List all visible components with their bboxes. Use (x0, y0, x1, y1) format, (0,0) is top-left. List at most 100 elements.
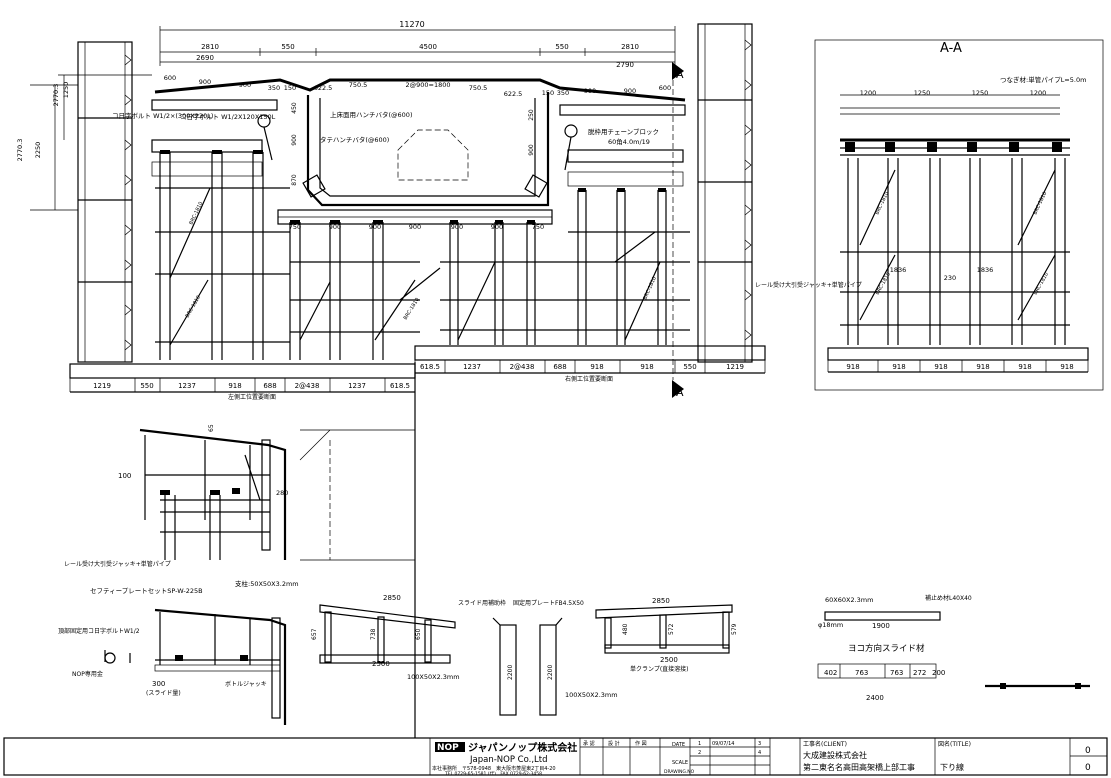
title-block (3, 737, 1108, 776)
dim-slab-3: 900 (409, 223, 421, 231)
p5-title: ヨコ方向スライド材 (848, 643, 925, 654)
base-l-3: 918 (228, 382, 241, 390)
detail-280: 280 (276, 489, 288, 497)
company-address: 本社事務所 〒578-0948 東大阪市菱屋東2丁目4-20 (432, 765, 556, 772)
brace-1: BRC-1810 (185, 295, 203, 319)
p5-402: 402 (824, 669, 837, 677)
dim-sub-left: 2690 (196, 54, 214, 62)
base-l-0: 1219 (93, 382, 111, 390)
p5-2400: 2400 (866, 694, 884, 702)
aa-base-1: 918 (892, 363, 905, 371)
client-label: 工事名(CLIENT) (803, 740, 847, 748)
aa-base-3: 918 (976, 363, 989, 371)
dim-overall: 11270 (399, 20, 424, 29)
label-b: コ日字ボルト W1/2X120X150L (180, 112, 276, 121)
base-r-3: 688 (553, 363, 566, 371)
aa-mid-2: 1836 (977, 266, 994, 274)
p3-plate: 固定用プレートFB4.5X50 (513, 599, 584, 607)
dim-h-2: 2770.3 (52, 84, 60, 107)
section-aa (814, 39, 1104, 391)
dim-slab-1: 900 (329, 223, 341, 231)
p4-572: 572 (668, 623, 675, 635)
scale-label: SCALE (672, 760, 688, 766)
dim-slab-6: 750 (532, 223, 544, 231)
label-i: 左側工位置要断面 (228, 393, 276, 401)
p3-2200a: 2200 (507, 665, 514, 680)
label-h: レール受け大引受ジャッキ+単管パイプ (755, 281, 862, 289)
dim-flange-13: 900 (624, 87, 636, 95)
p4-2500: 2500 (660, 656, 678, 664)
dim-flange-4: 150 (284, 84, 296, 92)
dim-flange-7: 2@900=1800 (405, 81, 450, 89)
aa-base-4: 918 (1018, 363, 1031, 371)
dim-flange-8: 750.5 (469, 84, 488, 92)
jack-heads (160, 150, 666, 224)
label-a: コ日字ボルト W1/2×(300X220L) (112, 111, 213, 120)
section-marker-top: A (676, 68, 684, 81)
aa-top-1: 1250 (914, 89, 931, 97)
dim-upper-3: 550 (555, 43, 568, 51)
dim-h-0: 2770.3 (16, 139, 24, 162)
p5-200: 200 (932, 669, 945, 677)
label-e: 脱枠用チェーンブロック (588, 127, 659, 136)
p3-2200b: 2200 (547, 665, 554, 680)
p1-clamp: 頂部固定用コ日字ボルトW1/2 (58, 627, 140, 635)
detail-100: 100 (118, 472, 131, 480)
aa-top-3: 1200 (1030, 89, 1047, 97)
rev-3: 3 (758, 741, 761, 747)
dim-flange-1: 900 (199, 78, 211, 86)
dim-upper-2: 4500 (419, 43, 437, 51)
base-l-1: 550 (140, 382, 153, 390)
aa-base-5: 918 (1060, 363, 1073, 371)
dim-upper-1: 550 (281, 43, 294, 51)
drawing-label: DRAWING.NO (664, 769, 695, 775)
company-jp: ジャパンノップ株式会社 (468, 741, 577, 754)
left-pier (77, 41, 133, 363)
client-line2: 第二東名名高田高架橋上部工事 (803, 762, 915, 772)
detail-label: レール受け大引受ジャッキ+単管パイプ (64, 560, 171, 568)
p2-title: 支柱:50X50X3.2mm (235, 579, 299, 588)
aa-base-0: 918 (846, 363, 859, 371)
dim-flange-12: 900 (584, 87, 596, 95)
p5-763a: 763 (855, 669, 868, 677)
base-l-4: 688 (263, 382, 276, 390)
rev-2: 2 (698, 750, 701, 756)
aa-mid-1: 230 (944, 274, 956, 282)
p2-657: 657 (311, 628, 318, 640)
base-r-1: 1237 (463, 363, 481, 371)
dim-flange-14: 600 (659, 84, 671, 92)
detail-view (139, 428, 415, 561)
brace-0: BRC-1810 (188, 201, 204, 226)
title-value: 下り線 (940, 762, 964, 772)
dim-flange-2: 900 (239, 81, 251, 89)
p1-title: セフティープレートセットSP-W-225B (90, 587, 203, 595)
part-safety-plate (104, 608, 287, 725)
dim-flange-0: 600 (164, 74, 176, 82)
label-d: タテハンチバタ(@600) (320, 135, 389, 144)
company-logo-text: NOP (437, 743, 459, 753)
col-draw: 作 図 (635, 740, 647, 747)
right-scaffold (440, 190, 690, 345)
dim-vert-0: 450 (291, 102, 298, 114)
date-value: 09/07/14 (712, 741, 734, 747)
p1-note: NOP専用金 (72, 670, 103, 678)
p5-763b: 763 (890, 669, 903, 677)
p1-300: 300 (152, 680, 165, 688)
p4-2850: 2850 (652, 597, 670, 605)
main-cross-section (30, 26, 766, 398)
p4-480: 480 (622, 623, 629, 635)
dim-vert-1: 900 (291, 134, 298, 146)
dim-h-1: 2250 (34, 142, 42, 159)
dim-flange-10: 150 (542, 89, 554, 97)
label-c: 上床面用ハンチバタ(@600) (330, 110, 412, 119)
detail-65: 65 (208, 424, 215, 432)
dim-slab-0: 750 (289, 223, 301, 231)
dim-slab-2: 900 (369, 223, 381, 231)
brace-3: BRC-1810 (642, 276, 658, 301)
label-j: 右側工位置要断面 (565, 375, 613, 383)
sheet-num-bottom: 0 (1085, 763, 1091, 773)
label-g: つなぎ材:単管パイプL=5.0m (1000, 75, 1086, 84)
company-en: Japan-NOP Co.,Ltd (469, 755, 548, 765)
part-horizontal-slide (817, 611, 1090, 689)
